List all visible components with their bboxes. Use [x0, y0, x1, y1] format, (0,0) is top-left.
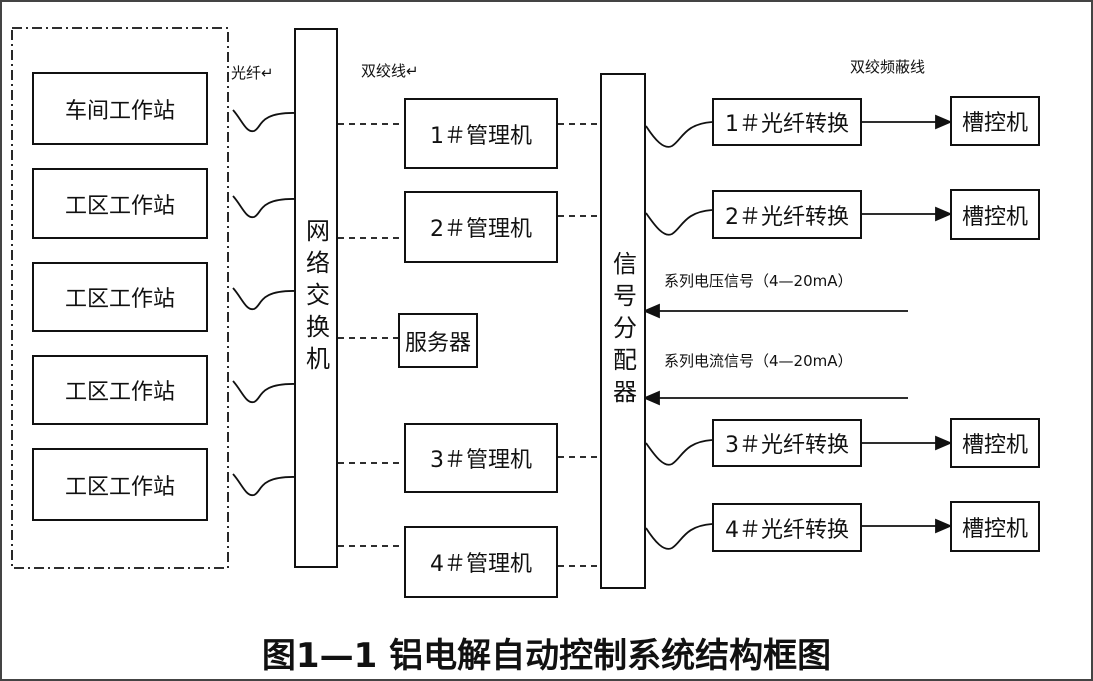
fiber-converter-2: 2＃光纤转换 — [712, 190, 862, 239]
workstation-workshop: 车间工作站 — [32, 72, 208, 145]
server-label: 服务器 — [404, 330, 471, 356]
converter-label: 1＃光纤转换 — [725, 112, 849, 137]
twisted-pair-links — [338, 123, 600, 567]
fiber-converter-3: 3＃光纤转换 — [712, 419, 862, 467]
workstation-area-2: 工区工作站 — [32, 262, 208, 332]
signal-distributor-label: 信号分配器 — [608, 251, 637, 411]
fiber-converter-1: 1＃光纤转换 — [712, 98, 862, 146]
workstation-label: 工区工作站 — [64, 193, 175, 219]
workstation-label: 工区工作站 — [64, 380, 175, 405]
workstation-area-3: 工区工作站 — [32, 355, 208, 425]
workstation-label: 车间工作站 — [64, 98, 175, 124]
converter-label: 2＃光纤转换 — [725, 204, 849, 230]
workstation-area-1: 工区工作站 — [32, 168, 208, 239]
manager-label: 2＃管理机 — [430, 217, 532, 242]
voltage-signal-label: 系列电压信号（4—20mA） — [664, 272, 853, 290]
fiber-links — [232, 109, 297, 496]
workstation-group-border — [11, 27, 229, 569]
server: 服务器 — [398, 313, 478, 368]
manager-3: 3＃管理机 — [404, 423, 558, 493]
workstation-label: 工区工作站 — [64, 474, 175, 500]
manager-label: 4＃管理机 — [430, 552, 532, 577]
slot-controller-3: 槽控机 — [950, 418, 1040, 468]
current-signal-label: 系列电流信号（4—20mA） — [664, 352, 853, 370]
slot-controller-2: 槽控机 — [950, 189, 1040, 240]
manager-label: 3＃管理机 — [430, 448, 532, 473]
figure-caption: 图1—1 铝电解自动控制系统结构框图 — [261, 636, 832, 676]
workstation-area-4: 工区工作站 — [32, 448, 208, 521]
converter-arrows — [862, 114, 953, 534]
manager-2: 2＃管理机 — [404, 191, 558, 263]
manager-1: 1＃管理机 — [404, 98, 558, 169]
signal-arrows — [642, 303, 908, 406]
shielded-links — [645, 121, 713, 550]
converter-label: 3＃光纤转换 — [725, 433, 849, 458]
signal-distributor: 信号分配器 — [600, 73, 646, 589]
manager-label: 1＃管理机 — [430, 123, 532, 149]
manager-4: 4＃管理机 — [404, 526, 558, 598]
controller-label: 槽控机 — [961, 433, 1028, 458]
network-switch: 网络交换机 — [294, 28, 338, 568]
slot-controller-1: 槽控机 — [950, 96, 1040, 146]
fiber-converter-4: 4＃光纤转换 — [712, 503, 862, 552]
controller-label: 槽控机 — [961, 204, 1028, 230]
controller-label: 槽控机 — [961, 516, 1028, 542]
network-switch-label: 网络交换机 — [301, 218, 330, 378]
workstation-label: 工区工作站 — [64, 287, 175, 312]
converter-label: 4＃光纤转换 — [725, 517, 849, 543]
fiber-label: 光纤↵ — [231, 64, 274, 82]
slot-controller-4: 槽控机 — [950, 501, 1040, 552]
shielded-twisted-pair-label: 双绞频蔽线 — [850, 58, 926, 76]
twisted-pair-label: 双绞线↵ — [361, 62, 419, 80]
controller-label: 槽控机 — [961, 111, 1028, 136]
